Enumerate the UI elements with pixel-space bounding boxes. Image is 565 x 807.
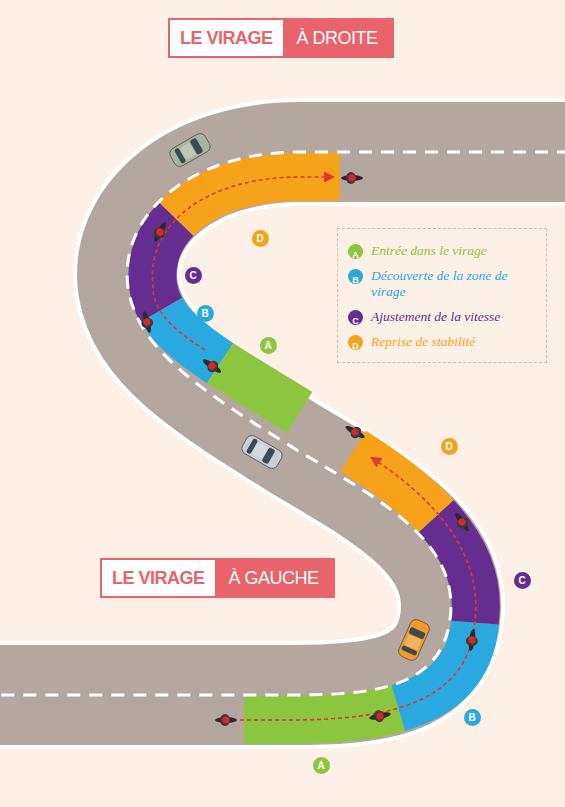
motorbike xyxy=(341,172,363,184)
callout-letter: B xyxy=(352,275,359,285)
callout-letter: B xyxy=(197,305,214,322)
motorbike xyxy=(150,219,171,244)
motorbike xyxy=(451,510,473,535)
phase-band xyxy=(152,177,340,425)
legend-row: A Entrée dans le virage xyxy=(348,243,538,259)
legend-row: B Découverte de la zone de virage xyxy=(348,268,538,300)
legend-text: Ajustement de la vitesse xyxy=(371,309,500,325)
phase-band xyxy=(200,430,476,720)
phase-band xyxy=(152,177,340,425)
motorbike xyxy=(138,310,155,334)
legend-text: Découverte de la zone de virage xyxy=(371,268,538,300)
title-pill: LE VIRAGEÀ DROITE xyxy=(168,18,394,58)
car xyxy=(397,618,432,663)
legend-swatch: D xyxy=(348,335,363,350)
pill-heading: LE VIRAGE xyxy=(170,20,283,56)
phase-band xyxy=(200,430,476,720)
legend-row: D Reprise de stabilité xyxy=(348,334,538,350)
legend-row: C Ajustement de la vitesse xyxy=(348,309,538,325)
callout-letter: C xyxy=(185,267,202,284)
car xyxy=(240,433,285,470)
legend-swatch: C xyxy=(348,310,363,325)
phase-band xyxy=(200,430,476,720)
callout-letter: B xyxy=(464,709,481,726)
motorbike xyxy=(368,708,392,724)
phase-band xyxy=(200,430,476,720)
callout-letter: D xyxy=(352,341,359,351)
motorbike xyxy=(465,628,480,651)
legend-swatch: A xyxy=(348,244,363,259)
legend-text: Entrée dans le virage xyxy=(371,243,487,259)
callout-letter: C xyxy=(352,316,359,326)
car xyxy=(168,131,213,168)
pill-subheading: À DROITE xyxy=(283,20,392,56)
callout-letter: A xyxy=(313,757,330,774)
callout-letter: A xyxy=(352,250,359,260)
callout-letter: A xyxy=(260,337,277,354)
callout-letter: D xyxy=(252,230,269,247)
callout-letter: D xyxy=(441,438,458,455)
legend-text: Reprise de stabilité xyxy=(371,334,475,350)
legend-box: A Entrée dans le virageB Découverte de la … xyxy=(337,228,547,363)
pill-heading: LE VIRAGE xyxy=(102,560,215,596)
phase-band xyxy=(152,177,340,425)
title-pill: LE VIRAGEÀ GAUCHE xyxy=(100,558,335,598)
trajectory-arrow xyxy=(152,177,333,350)
callout-letter: C xyxy=(514,572,531,589)
pill-subheading: À GAUCHE xyxy=(215,560,333,596)
phase-band xyxy=(152,177,340,425)
motorbike xyxy=(215,714,237,726)
motorbike xyxy=(342,421,367,442)
centre-line xyxy=(0,152,565,695)
legend-swatch: B xyxy=(348,269,363,284)
motorbike xyxy=(200,355,225,377)
